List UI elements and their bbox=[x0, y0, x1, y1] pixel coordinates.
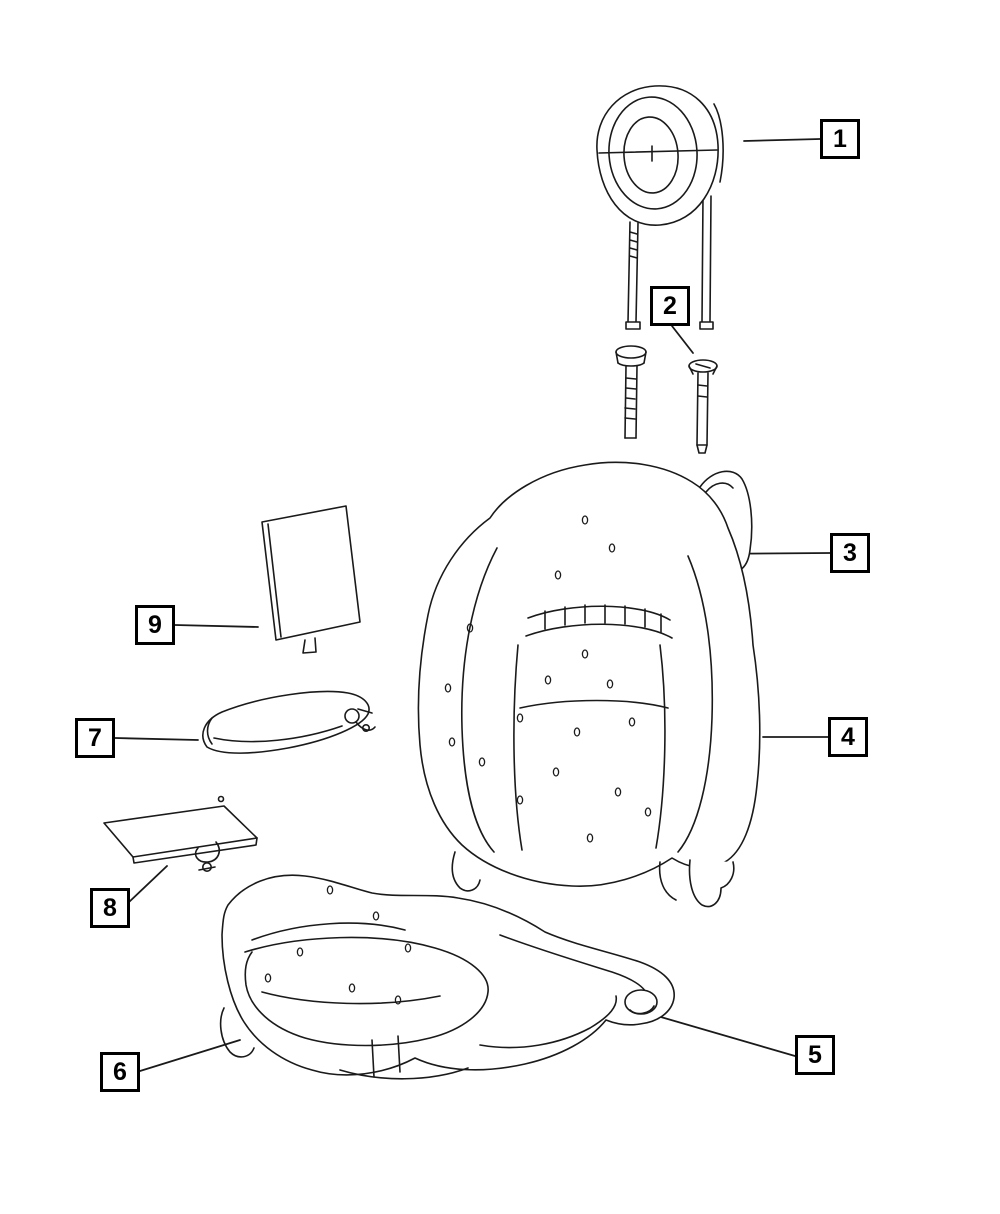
heater-element-drawing bbox=[103, 795, 258, 872]
seat-back-drawing bbox=[417, 461, 761, 908]
callout-4[interactable]: 4 bbox=[828, 717, 868, 757]
headrest-guide-left-drawing bbox=[615, 345, 647, 439]
leader-line-6 bbox=[139, 1039, 241, 1072]
seat-cushion-foam-drawing bbox=[479, 934, 658, 1049]
seat-cushion-stitch-dots bbox=[264, 885, 412, 1005]
seat-back-stitch-dots bbox=[444, 515, 652, 843]
seat-back-panel-drawing bbox=[261, 505, 361, 654]
callout-2[interactable]: 2 bbox=[650, 286, 690, 326]
headrest-guide-right-drawing bbox=[688, 359, 718, 454]
callout-7[interactable]: 7 bbox=[75, 718, 115, 758]
seat-cushion-drawing bbox=[219, 874, 675, 1080]
leader-line-9 bbox=[174, 624, 259, 628]
headrest-posts-drawing bbox=[625, 195, 714, 330]
leader-line-2 bbox=[671, 325, 694, 354]
leader-line-8 bbox=[127, 865, 168, 904]
callout-1[interactable]: 1 bbox=[820, 119, 860, 159]
callout-8[interactable]: 8 bbox=[90, 888, 130, 928]
armrest-drawing bbox=[202, 690, 376, 754]
callout-3[interactable]: 3 bbox=[830, 533, 870, 573]
leader-line-7 bbox=[114, 737, 199, 741]
callout-5[interactable]: 5 bbox=[795, 1035, 835, 1075]
headrest-drawing bbox=[596, 85, 724, 226]
callout-9[interactable]: 9 bbox=[135, 605, 175, 645]
callout-6[interactable]: 6 bbox=[100, 1052, 140, 1092]
leader-line-1 bbox=[743, 138, 821, 142]
